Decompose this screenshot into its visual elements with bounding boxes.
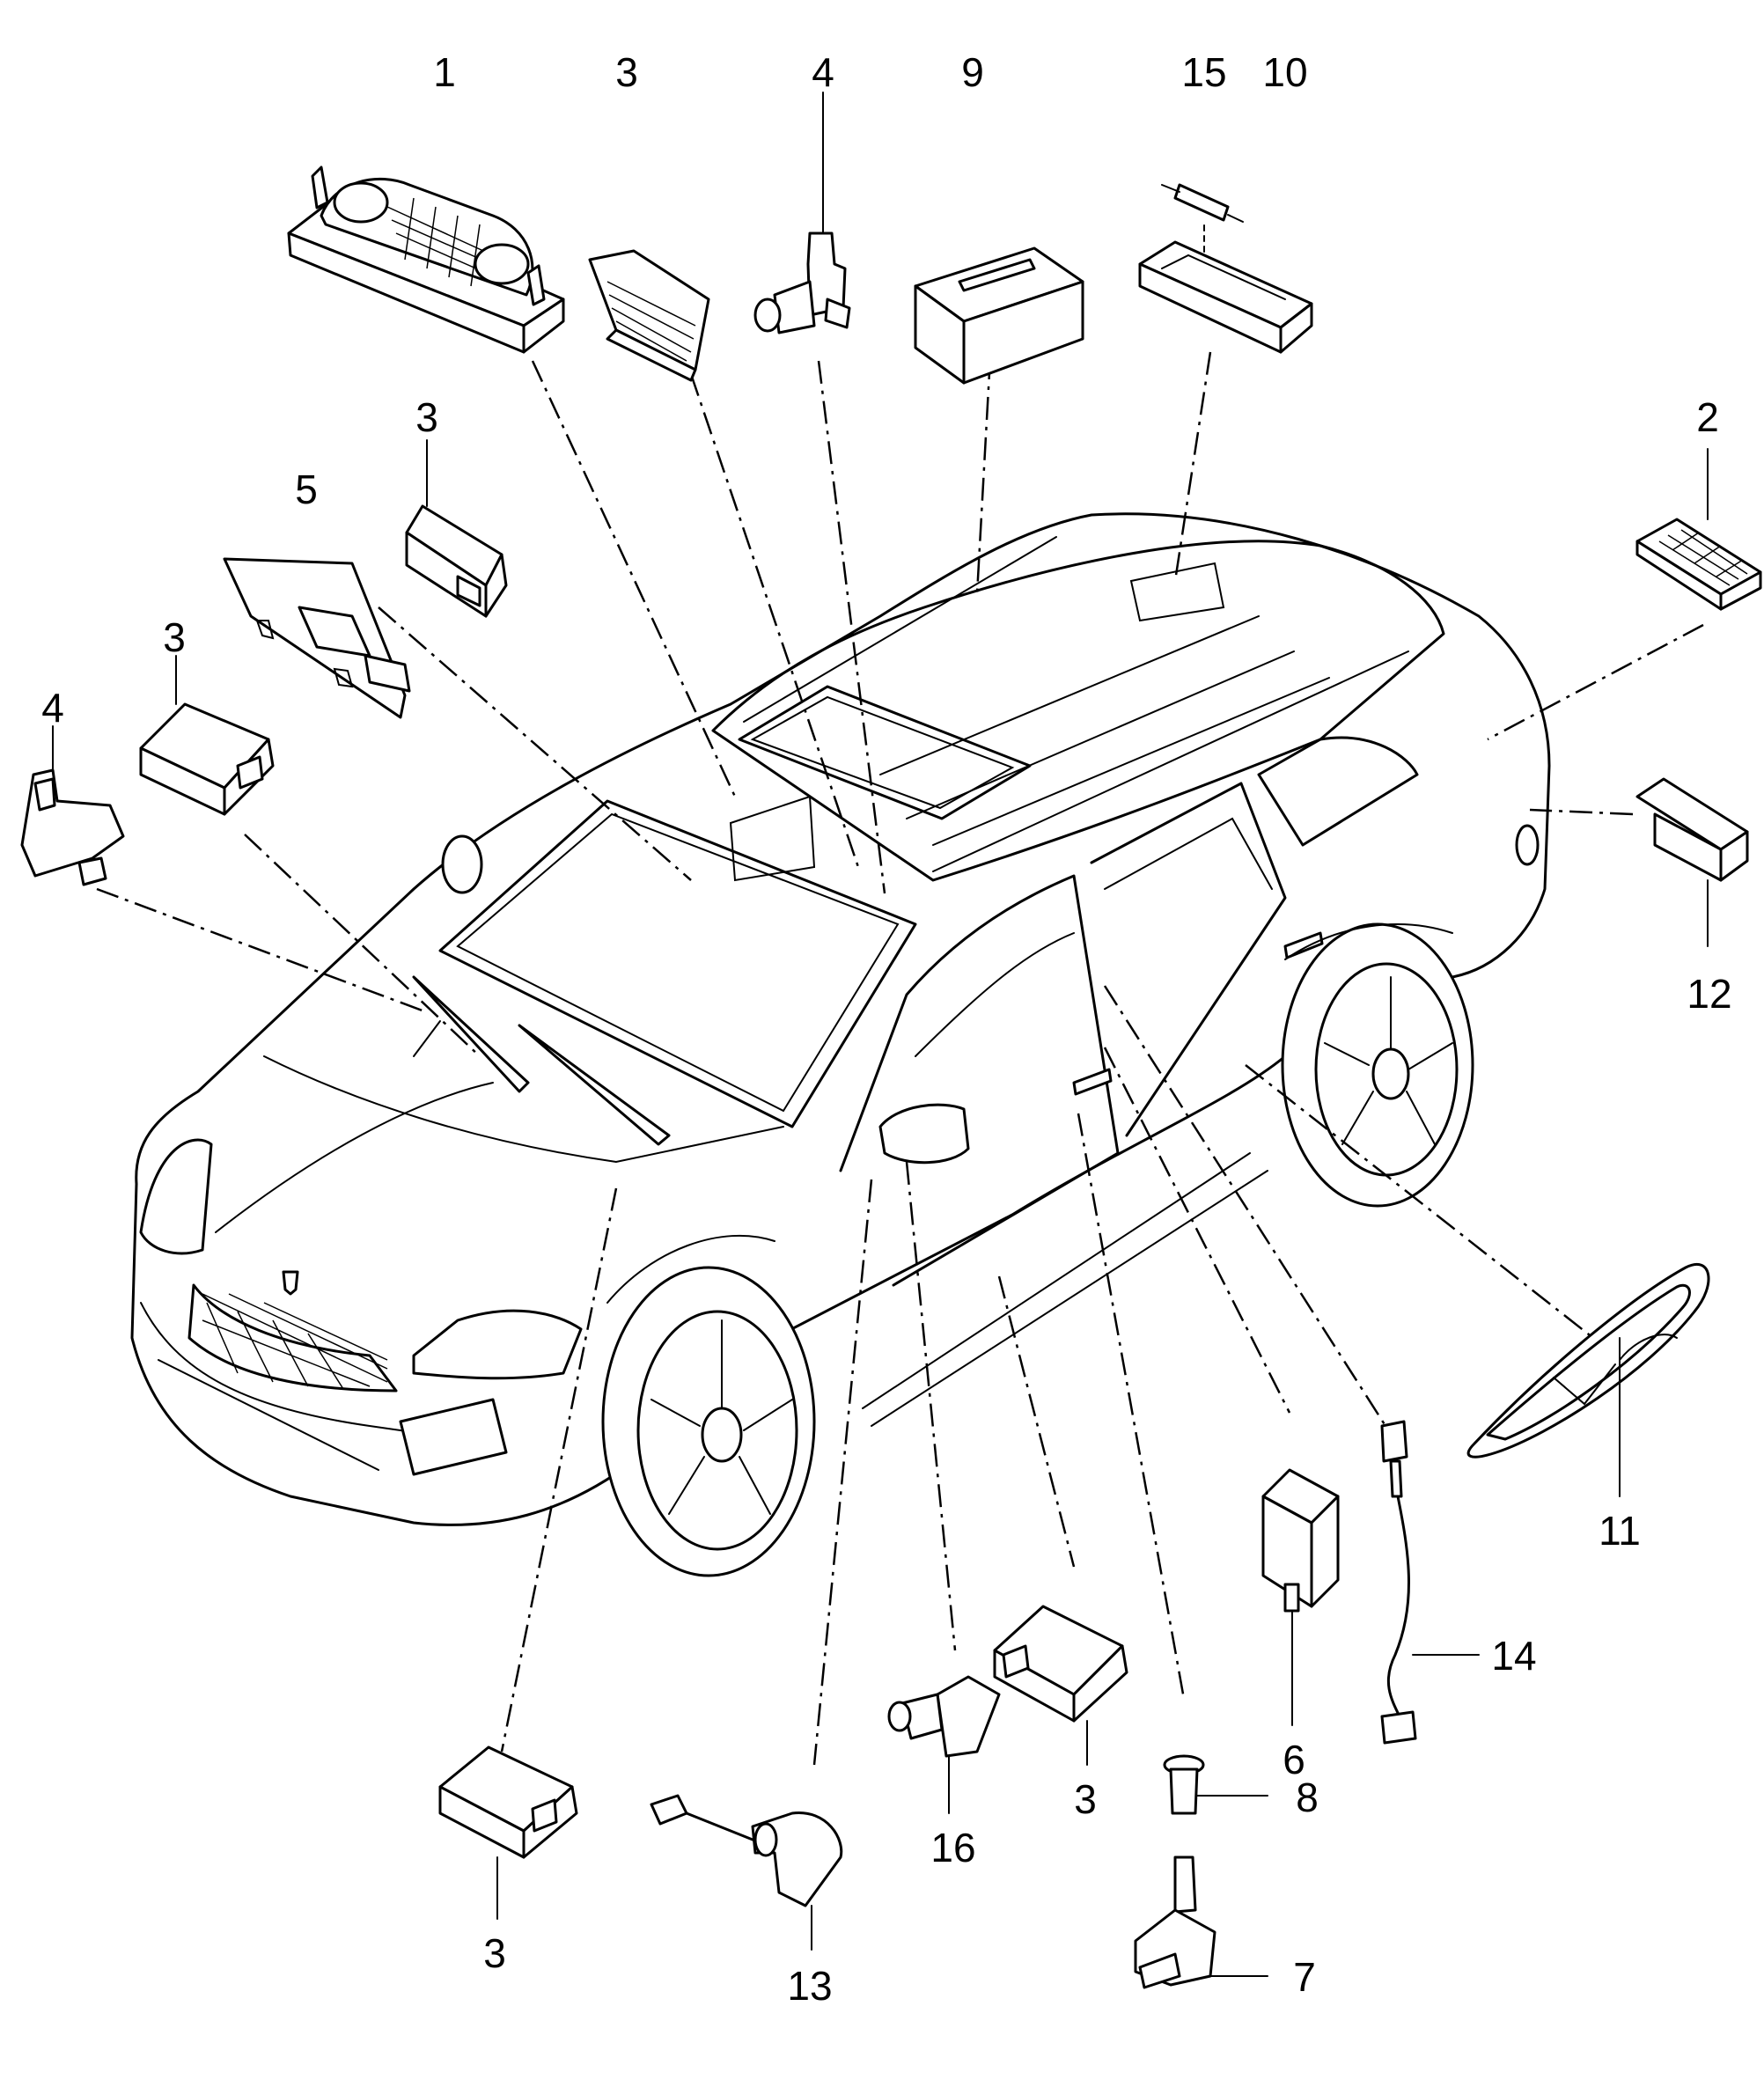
part-16-connector xyxy=(887,1675,1001,1814)
callout-5: 5 xyxy=(295,467,318,512)
part-4-switch-left xyxy=(20,725,125,886)
callout-12: 12 xyxy=(1687,971,1731,1017)
part-8-clip xyxy=(1163,1754,1268,1815)
callout-2: 2 xyxy=(1696,394,1719,440)
callout-4-top: 4 xyxy=(812,49,834,95)
callout-3-bottom-mid: 3 xyxy=(1074,1776,1097,1822)
callout-1: 1 xyxy=(433,49,456,95)
callout-3-top: 3 xyxy=(615,49,638,95)
callout-13: 13 xyxy=(787,1963,832,2009)
part-3-lamp-top xyxy=(588,249,710,382)
callout-3-bottom-left: 3 xyxy=(483,1930,506,1976)
part-11-handle xyxy=(1466,1262,1710,1497)
part-13-socket xyxy=(650,1794,843,1951)
vehicle-outline xyxy=(130,512,1551,1577)
part-9-light xyxy=(914,246,1084,385)
part-3-lamp-left xyxy=(139,655,275,816)
callout-14: 14 xyxy=(1491,1633,1536,1679)
part-7-switch xyxy=(1134,1856,1268,1989)
part-5-bracket xyxy=(223,557,411,719)
callout-7: 7 xyxy=(1293,1954,1316,2000)
callout-3-left: 3 xyxy=(163,614,186,660)
part-3-lamp-bottom-mid xyxy=(993,1605,1128,1766)
part-3-lamp-mid xyxy=(405,439,508,618)
callout-15: 15 xyxy=(1181,49,1226,95)
callout-9: 9 xyxy=(961,49,984,95)
part-2-light xyxy=(1635,448,1762,611)
part-3-lamp-bottom-left xyxy=(438,1745,578,1920)
callout-3-mid: 3 xyxy=(415,394,438,440)
part-10-housing xyxy=(1138,240,1313,354)
callout-16: 16 xyxy=(930,1825,975,1870)
part-12-module xyxy=(1635,777,1749,947)
part-1-lamp xyxy=(287,165,565,354)
callout-6: 6 xyxy=(1283,1737,1305,1782)
callout-10: 10 xyxy=(1262,49,1307,95)
callout-8: 8 xyxy=(1296,1775,1319,1820)
callout-4-left: 4 xyxy=(41,685,64,731)
part-4-switch-top xyxy=(753,92,851,334)
part-14-harness xyxy=(1380,1420,1480,1745)
callout-labels: 1 3 4 9 15 10 3 5 2 3 4 12 11 14 6 3 8 1… xyxy=(41,49,1731,2009)
leader-lines xyxy=(96,351,1704,1766)
part-15-bulb xyxy=(1161,183,1244,276)
part-6-unit xyxy=(1261,1468,1340,1726)
callout-11: 11 xyxy=(1599,1508,1641,1554)
